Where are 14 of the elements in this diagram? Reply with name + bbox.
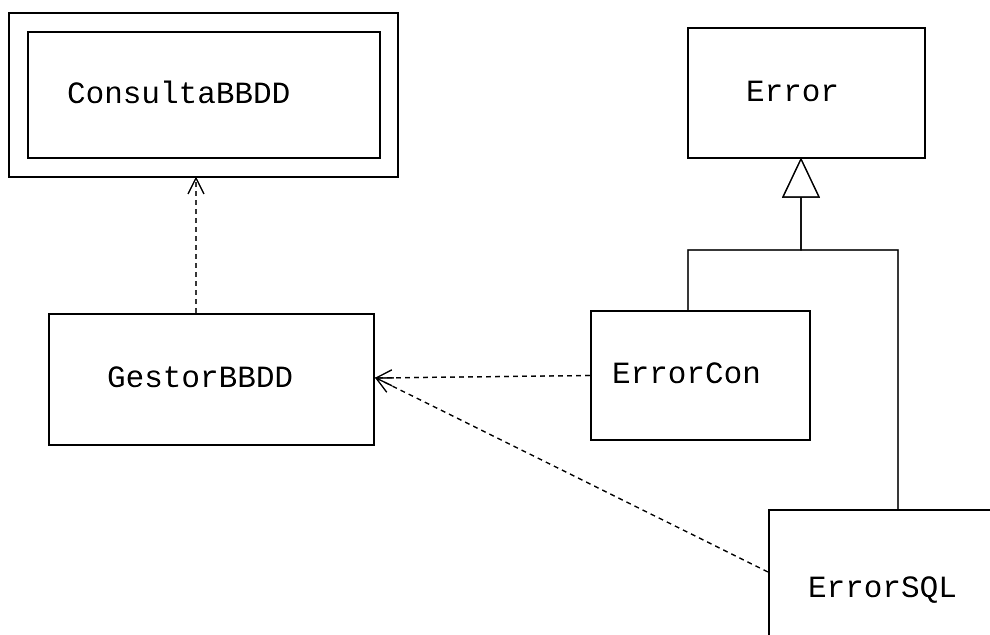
- class-name: ErrorCon: [612, 358, 761, 393]
- class-box: [48, 313, 375, 446]
- class-name: ErrorSQL: [808, 572, 957, 606]
- class-name: GestorBBDD: [107, 362, 294, 397]
- frame-box: [8, 12, 399, 178]
- class-box: [687, 27, 926, 159]
- dependency-arrow: [375, 369, 590, 387]
- class-box: [590, 310, 811, 441]
- inheritance-arrow: [782, 158, 899, 509]
- dependency-arrow: [187, 177, 205, 313]
- class-name: Error: [746, 76, 840, 110]
- class-box: [27, 31, 381, 159]
- class-name: ConsultaBBDD: [67, 78, 290, 112]
- dependency-arrow: [375, 377, 768, 573]
